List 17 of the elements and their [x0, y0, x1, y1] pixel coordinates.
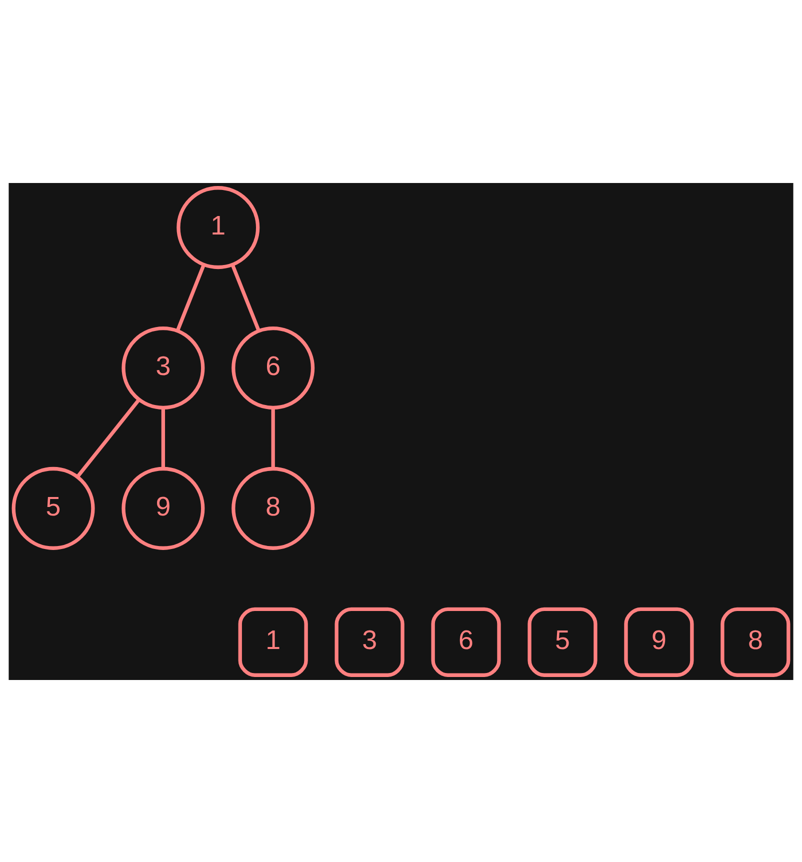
node-circle: 8	[232, 466, 315, 550]
connector	[161, 408, 166, 468]
connector	[176, 264, 206, 331]
node-box: 3	[334, 606, 404, 676]
node-circle: 6	[232, 326, 315, 410]
node-box: 8	[720, 606, 790, 676]
connector	[76, 398, 140, 478]
connector	[230, 264, 260, 331]
node-box: 5	[528, 606, 598, 676]
node-box: 6	[431, 606, 501, 676]
node-circle: 5	[12, 466, 95, 550]
node-box: 9	[624, 606, 694, 676]
node-circle: 9	[122, 466, 205, 550]
connector	[271, 408, 275, 468]
node-circle: 3	[122, 326, 205, 410]
node-box: 1	[238, 606, 308, 676]
node-circle: 1	[176, 186, 260, 269]
